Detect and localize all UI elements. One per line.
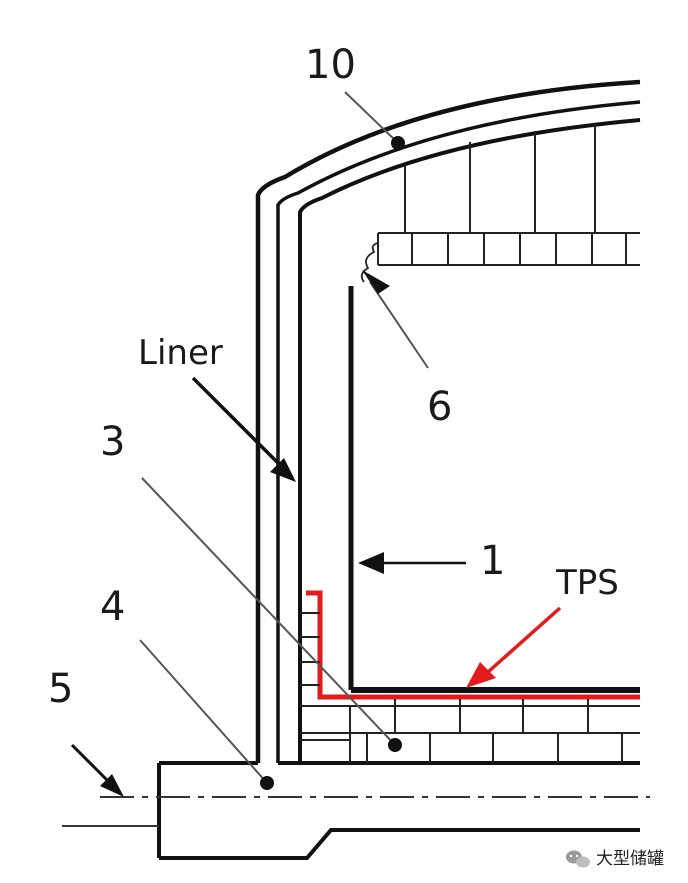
label-1: 1 [480,538,505,584]
tps-arrow [466,606,562,688]
label-6: 6 [427,384,452,430]
bottom-insulation [300,612,640,763]
tps-line [306,590,640,700]
foundation-dot [260,776,274,790]
roof-dot [391,136,405,150]
insulation-dot [388,738,402,752]
suspended-deck [360,232,640,283]
watermark-text: 大型储罐 [596,849,664,869]
inner-wall-arrow [358,552,466,574]
watermark: 大型储罐 [566,849,664,869]
label-4: 4 [100,584,125,630]
liner-arrow [191,376,296,482]
label-liner: Liner [138,333,223,373]
dome-support-arrowhead [362,270,390,294]
foundation-slab [157,761,640,860]
roof-hangers [404,124,596,233]
liner-wall [298,118,641,763]
label-5: 5 [48,666,73,712]
label-3: 3 [100,419,125,465]
wechat-icon [566,850,590,868]
inner-tank [348,286,640,693]
outer-wall [255,79,641,763]
base-arrow [70,743,124,797]
label-10: 10 [305,42,356,88]
leader-lines [139,91,429,784]
label-tps: TPS [555,563,619,603]
